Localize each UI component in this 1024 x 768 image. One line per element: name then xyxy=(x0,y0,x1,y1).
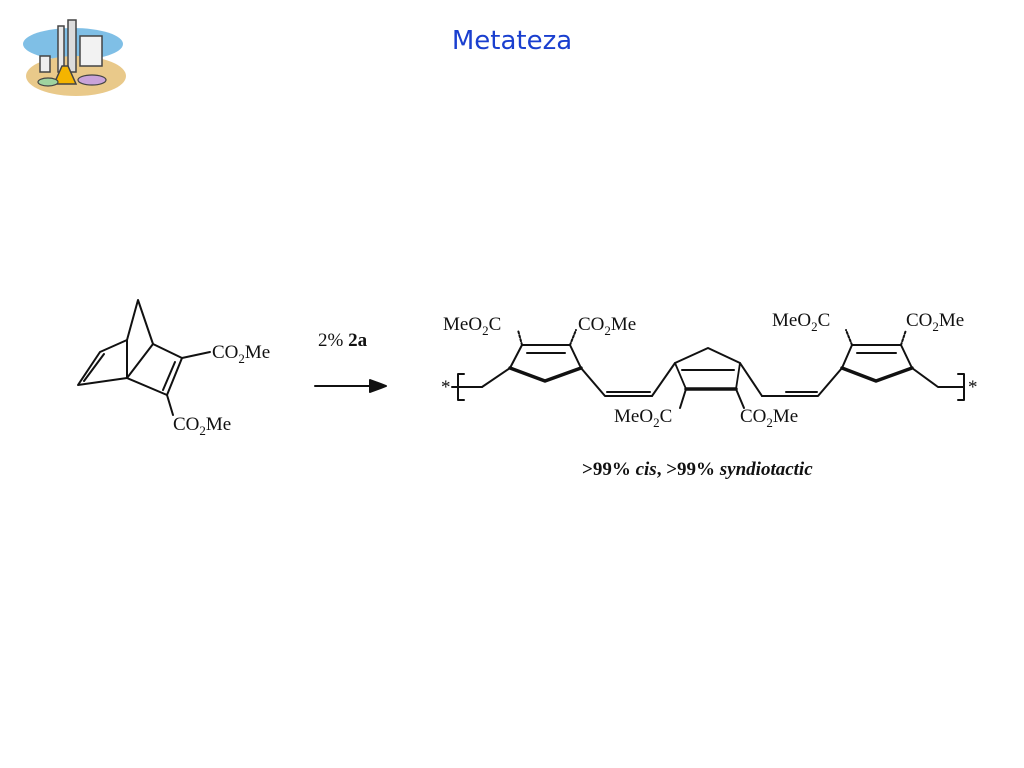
monomer-ester-top: CO2Me xyxy=(212,342,270,366)
unit3-ester-left: MeO2C xyxy=(772,310,830,334)
unit3-ester-right: CO2Me xyxy=(906,310,964,334)
unit2-ester-right: CO2Me xyxy=(740,406,798,430)
monomer-structure xyxy=(77,299,211,416)
unit1-ester-right: CO2Me xyxy=(578,314,636,338)
reagent-label: 2% 2a xyxy=(318,330,368,351)
chain-end-left: * xyxy=(441,377,451,398)
polymer-structure xyxy=(451,329,965,409)
selectivity-caption: >99% cis, >99% syndiotactic xyxy=(582,459,813,480)
chain-end-right: * xyxy=(968,377,978,398)
reaction-scheme: CO2Me CO2Me 2% 2a * * MeO2C CO2Me MeO2C … xyxy=(77,299,978,480)
slide-title: Metateza xyxy=(451,26,573,56)
monomer-ester-bottom: CO2Me xyxy=(173,414,231,438)
lab-clipart-logo xyxy=(23,19,126,96)
unit2-ester-left: MeO2C xyxy=(614,406,672,430)
unit1-ester-left: MeO2C xyxy=(443,314,501,338)
